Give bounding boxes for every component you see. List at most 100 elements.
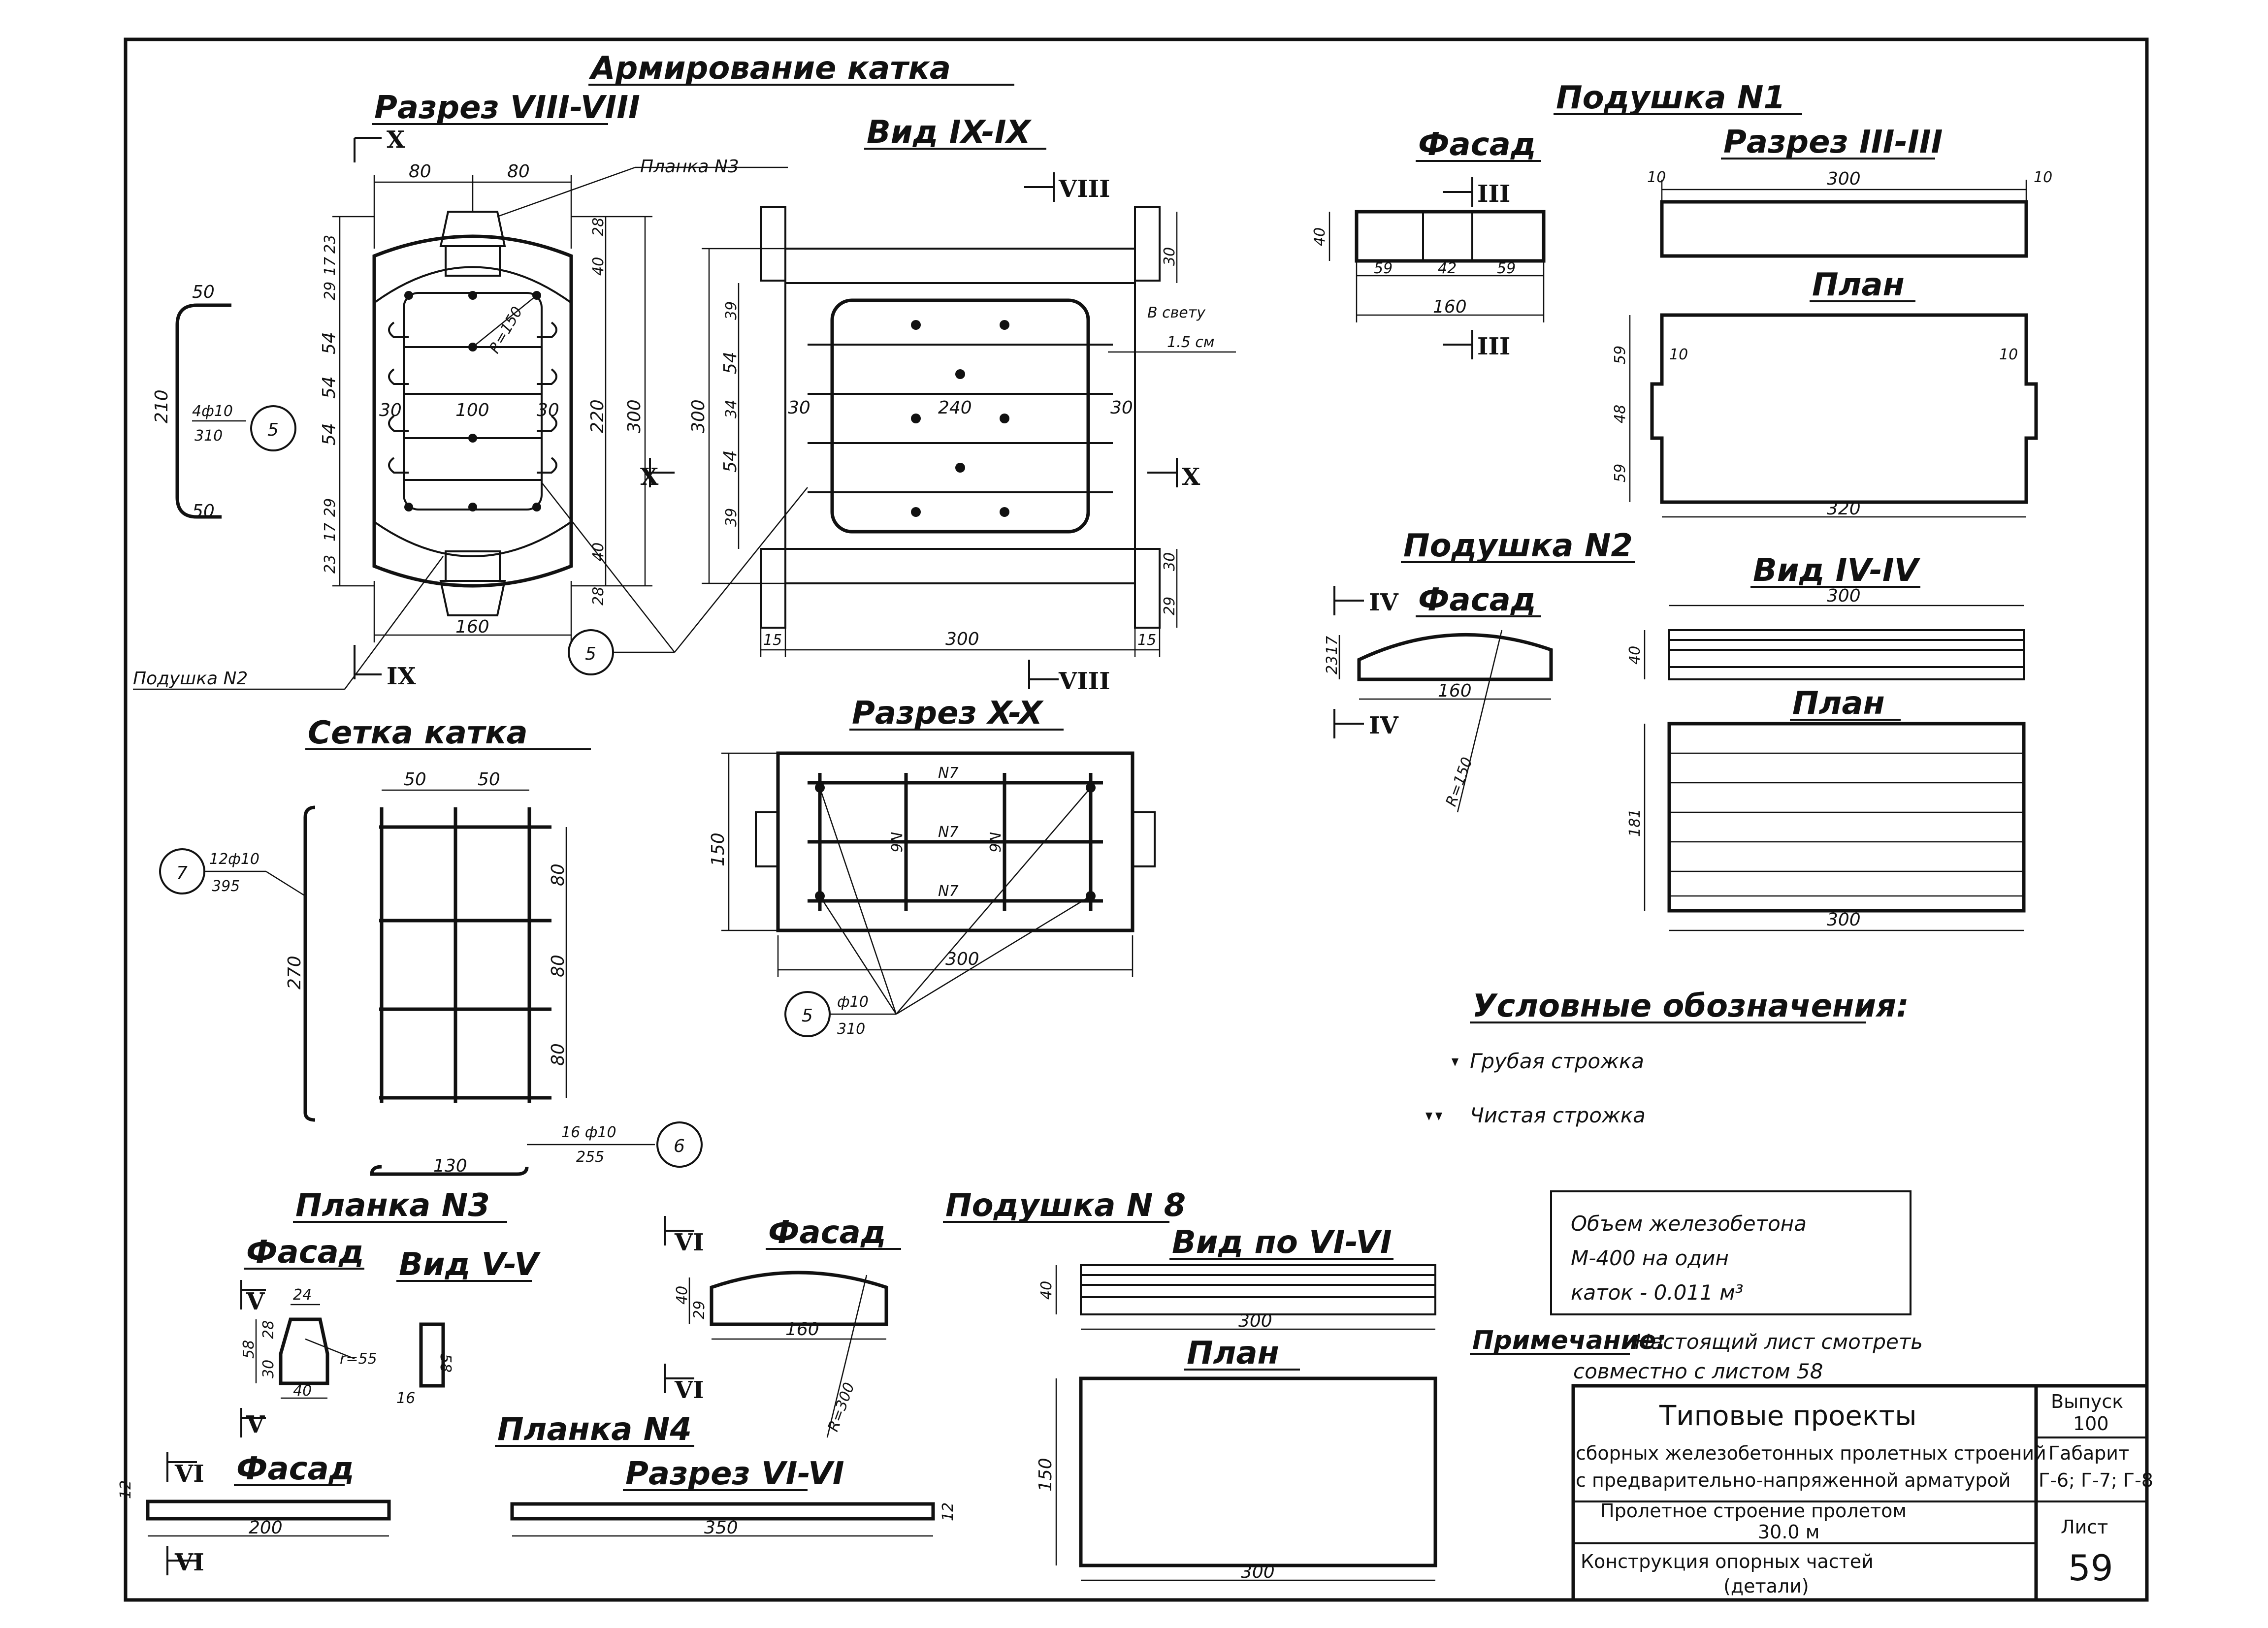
section-razrez-10: Разрез X-X N7 N7 N7 N6 N6 [708, 695, 1156, 1038]
dim-15-b: 15 [1137, 632, 1156, 649]
title-vid-4: Вид IV-IV [1753, 552, 1921, 589]
bar5-len: 310 [194, 427, 223, 445]
dim-29-b: 29 [322, 498, 339, 517]
dim-28-c: 28 [260, 1320, 277, 1339]
stamp-line1: сборных железобетонных пролетных строени… [1576, 1442, 2046, 1464]
dim-30-f: 30 [1161, 552, 1178, 571]
dim-29-d: 29 [691, 1301, 708, 1319]
section-armirovanie: Армирование катка Разрез VIII-VIII [133, 50, 1014, 690]
title-fasad-2: Фасад [1418, 582, 1536, 618]
dim-54-a: 54 [319, 332, 339, 354]
note-text2: совместно с листом 58 [1573, 1359, 1823, 1383]
dim-30-b: 30 [537, 400, 559, 420]
dim-300-g: 300 [1827, 910, 1861, 930]
dim-23-a: 23 [322, 235, 339, 254]
stamp-list-val: 59 [2068, 1547, 2113, 1589]
dim-160-c: 160 [1438, 681, 1472, 701]
dim-350: 350 [704, 1518, 738, 1538]
title-armirovanie: Армирование катка [588, 50, 951, 87]
volume-box: Объем железобетона М-400 на один каток -… [1550, 1190, 1912, 1315]
marker-vi-a: VI [174, 1460, 204, 1488]
dim-12-b: 12 [940, 1502, 957, 1521]
dim-48-a: 48 [1612, 405, 1629, 423]
setka-dim-80-a: 80 [548, 863, 568, 886]
note-label: Примечание: [1472, 1326, 1666, 1355]
title-fasad-3: Фасад [246, 1234, 364, 1271]
bar5-spec: 4ф10 [192, 403, 233, 420]
dim-200: 200 [249, 1518, 283, 1538]
bar7-dim-270: 270 [285, 956, 305, 990]
marker-v-b: V [246, 1411, 265, 1438]
title-vid-5: Вид V-V [399, 1246, 541, 1283]
setka-dim-80-b: 80 [548, 955, 568, 977]
dim-39-b: 39 [723, 508, 740, 527]
title-plan-1: План [1812, 267, 1905, 303]
volume-line1: Объем железобетона [1571, 1212, 1807, 1236]
bar5-dim-50-top: 50 [192, 282, 215, 302]
dim-150-a: 150 [708, 832, 728, 866]
title-razrez-10: Разрез X-X [852, 695, 1044, 732]
dim-160-a: 160 [455, 617, 489, 637]
label-r150-a: R=150 [486, 304, 526, 356]
dim-59-b: 59 [1497, 260, 1516, 277]
label-n6-b: N6 [986, 832, 1003, 853]
marker-iv-b: IV [1369, 712, 1398, 739]
label-r300: R=300 [825, 1380, 858, 1434]
legend-title: Условные обозначения: [1472, 988, 1909, 1024]
dim-100-a: 100 [455, 400, 489, 420]
dim-300-h: 300 [1238, 1311, 1272, 1331]
dim-29-a: 29 [322, 282, 339, 300]
label-n7-c: N7 [938, 883, 959, 900]
dim-59-a: 59 [1374, 260, 1393, 277]
dim-54-d: 54 [720, 351, 741, 374]
title-razrez-6: Разрез VI-VI [625, 1456, 844, 1492]
dim-28-a: 28 [590, 218, 607, 236]
dim-30-a: 30 [379, 400, 402, 420]
dim-30-c: 30 [788, 398, 810, 418]
dim-300-b: 300 [688, 399, 709, 433]
label-planka-n3: Планка N3 [640, 157, 739, 177]
note-block: Примечание: Настоящий лист смотреть совм… [1470, 1326, 1923, 1383]
sheet-frame [124, 37, 2149, 1602]
marker-iii-a: III [1477, 180, 1510, 208]
dim-160-b: 160 [1433, 297, 1467, 317]
marker-viii-a: VIII [1058, 175, 1110, 203]
legend: Условные обозначения: Грубая строжка Чис… [1426, 988, 1909, 1127]
dim-24: 24 [293, 1286, 312, 1304]
dim-150-b: 150 [1036, 1458, 1056, 1492]
section-planka4: Планка N4 Разрез VI-VI 350 12 [495, 1411, 957, 1538]
dim-40-f: 40 [674, 1286, 691, 1305]
marker-ix-bottom: IX [387, 663, 416, 690]
bar7-len: 395 [212, 878, 240, 895]
dim-40-g: 40 [1038, 1281, 1055, 1300]
title-vid-9: Вид IX-IX [867, 114, 1032, 151]
title-podushka8: Подушка N 8 [945, 1187, 1186, 1224]
bar5c-len: 310 [837, 1021, 865, 1038]
label-v-svetu: В свету [1147, 304, 1206, 321]
roller-section [372, 211, 573, 616]
dim-30-e: 30 [1161, 247, 1178, 266]
bar6-dim-130: 130 [433, 1156, 467, 1176]
dim-28-b: 28 [590, 587, 607, 606]
dim-17-c: 17 [1324, 636, 1341, 655]
label-n6-a: N6 [887, 832, 905, 853]
label-n7-a: N7 [938, 765, 959, 782]
dim-80-a: 80 [409, 161, 431, 182]
dim-17-b: 17 [322, 523, 339, 542]
dim-58: 58 [240, 1340, 258, 1359]
label-v-svetu-val: 1.5 см [1167, 334, 1214, 351]
dim-17-a: 17 [322, 257, 339, 276]
dim-42-a: 42 [1438, 260, 1457, 277]
title-planka3: Планка N3 [295, 1187, 490, 1224]
legend-clean: Чистая строжка [1470, 1103, 1646, 1127]
title-podushka1: Подушка N1 [1556, 80, 1785, 116]
title-razrez-3: Разрез III-III [1723, 124, 1943, 160]
dim-12-a: 12 [117, 1480, 134, 1499]
marker-v-a: V [246, 1288, 265, 1315]
volume-line2: М-400 на один [1571, 1246, 1729, 1270]
marker-iv-a: IV [1369, 589, 1398, 616]
title-razrez-8: Разрез VIII-VIII [374, 90, 640, 126]
stamp-gabarit-label: Габарит [2048, 1442, 2129, 1464]
dim-220: 220 [587, 399, 608, 433]
